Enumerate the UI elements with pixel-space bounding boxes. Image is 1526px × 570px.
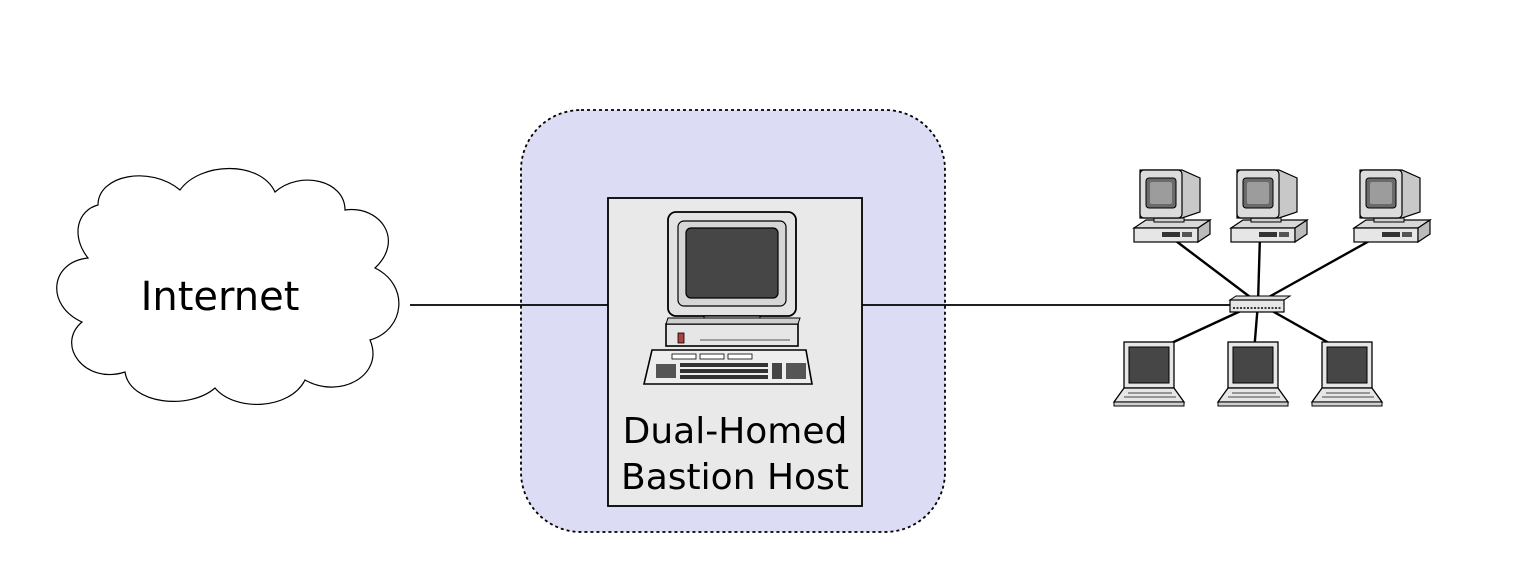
workstation-1-icon [1133, 169, 1211, 243]
bastion-label-line2: Bastion Host [621, 457, 849, 498]
laptop-2-icon [1217, 341, 1289, 407]
bastion-computer-icon [642, 211, 813, 385]
internet-cloud: Internet [56, 167, 400, 406]
network-switch-icon [1228, 295, 1292, 313]
laptop-3-icon [1311, 341, 1383, 407]
internet-label: Internet [141, 274, 300, 320]
workstation-3-icon [1353, 169, 1431, 243]
internal-links [1151, 233, 1381, 354]
bastion-label-line1: Dual-Homed [623, 411, 848, 452]
workstation-2-icon [1230, 169, 1308, 243]
laptop-1-icon [1113, 341, 1185, 407]
